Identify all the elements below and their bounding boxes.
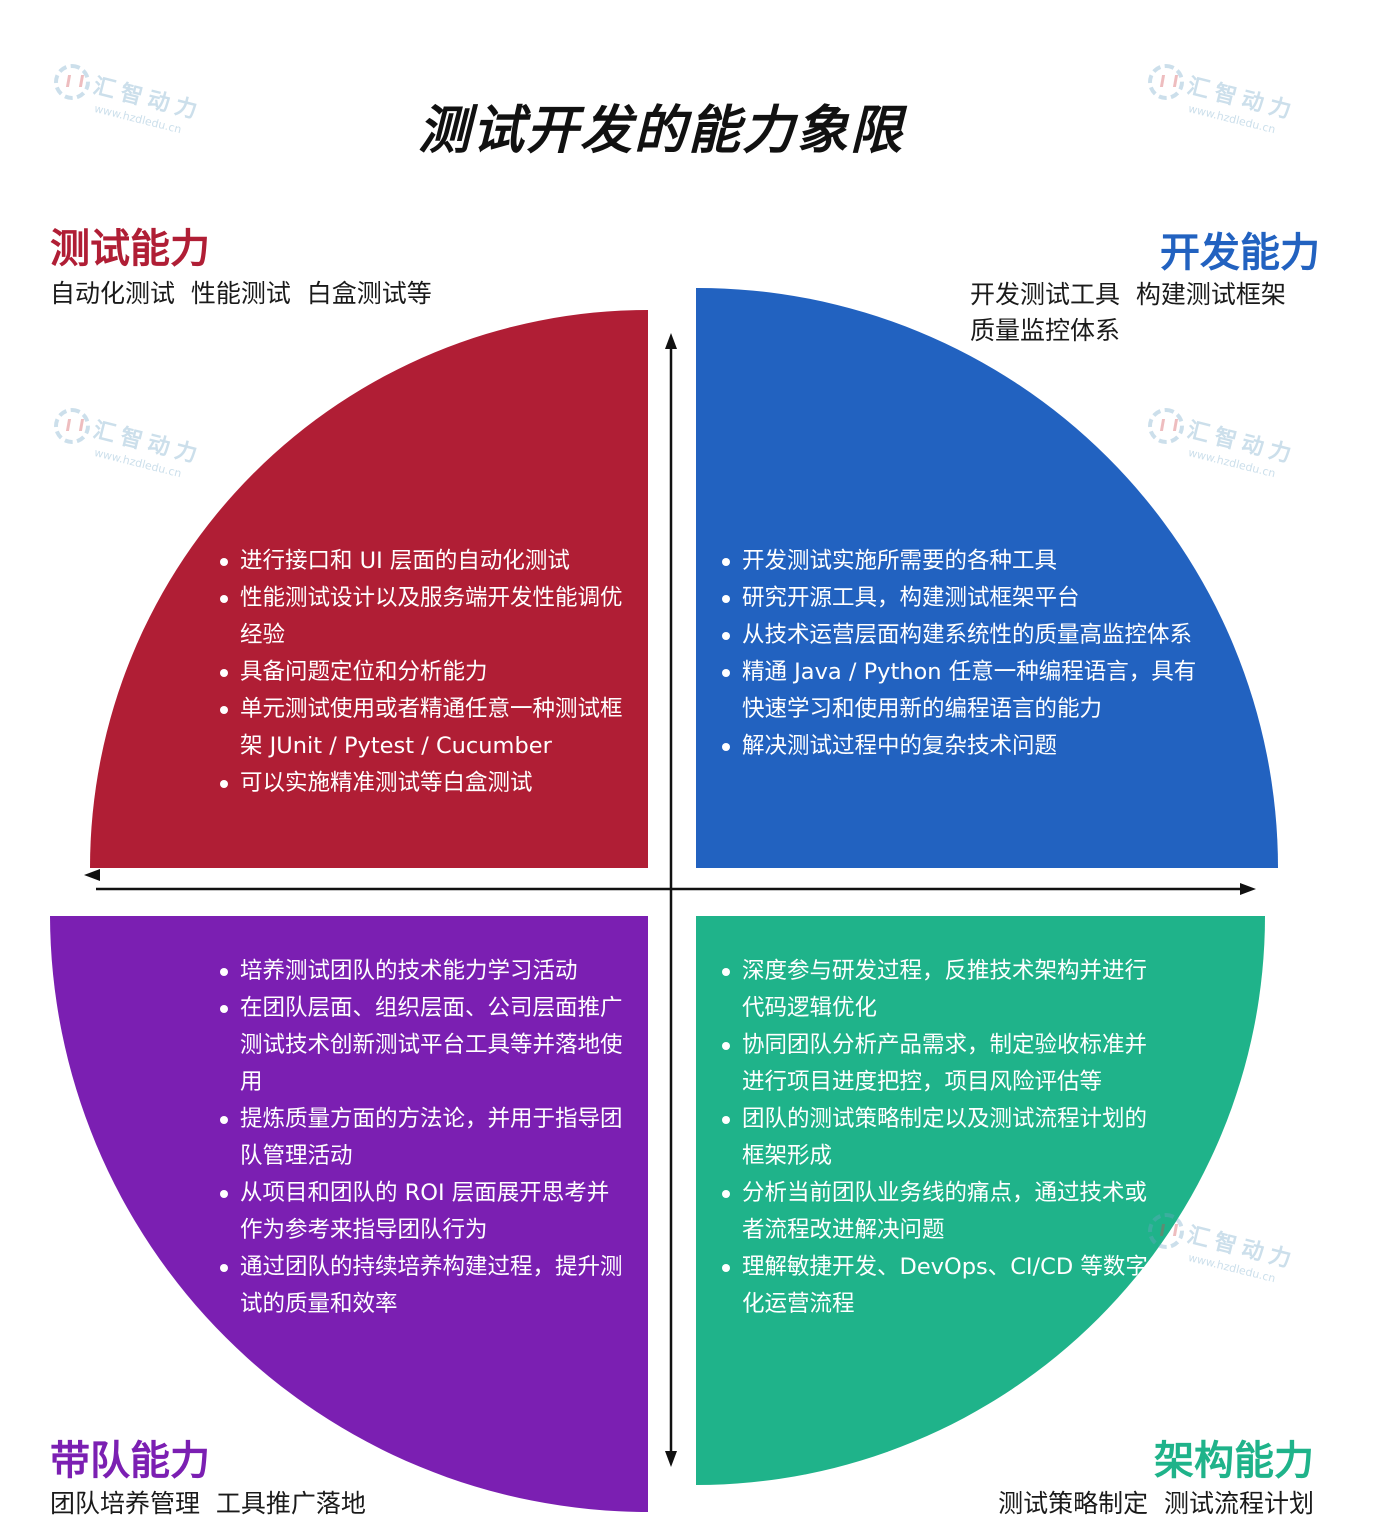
watermark-logo-icon (1148, 64, 1184, 100)
list-item: 在团队层面、组织层面、公司层面推广测试技术创新测试平台工具等并落地使用 (220, 990, 630, 1101)
list-item: 进行接口和 UI 层面的自动化测试 (220, 543, 630, 580)
list-item: 提炼质量方面的方法论，并用于指导团队管理活动 (220, 1101, 630, 1175)
axis-arrow-up (665, 333, 677, 349)
list-item: 从项目和团队的 ROI 层面展开思考并作为参考来指导团队行为 (220, 1175, 630, 1249)
architecture-quadrant-shape (696, 916, 1265, 1485)
testing-heading: 测试能力 (50, 226, 210, 272)
axes (84, 333, 1256, 1467)
development-quadrant-shape (696, 287, 1278, 868)
watermark: 汇智动力 www.hzdledu.cn (1146, 1205, 1299, 1285)
list-item: 协同团队分析产品需求，制定验收标准并进行项目进度把控，项目风险评估等 (722, 1027, 1162, 1101)
architecture-subtitle: 测试策略制定 测试流程计划 (998, 1489, 1314, 1518)
development-heading: 开发能力 (1160, 230, 1320, 276)
watermark-logo-icon (54, 408, 90, 444)
leadership-quadrant-shape (50, 916, 648, 1512)
list-item: 团队的测试策略制定以及测试流程计划的框架形成 (722, 1101, 1162, 1175)
watermark-logo-icon (1148, 1213, 1184, 1249)
list-item: 单元测试使用或者精通任意一种测试框架 JUnit / Pytest / Cucu… (220, 691, 630, 765)
axis-arrow-left (84, 869, 100, 881)
list-item: 深度参与研发过程，反推技术架构并进行代码逻辑优化 (722, 953, 1162, 1027)
architecture-bullet-list: 深度参与研发过程，反推技术架构并进行代码逻辑优化 协同团队分析产品需求，制定验收… (722, 953, 1162, 1323)
list-item: 从技术运营层面构建系统性的质量高监控体系 (722, 617, 1206, 654)
list-item: 研究开源工具，构建测试框架平台 (722, 580, 1206, 617)
watermark: 汇智动力 www.hzdledu.cn (1146, 56, 1299, 136)
list-item: 培养测试团队的技术能力学习活动 (220, 953, 630, 990)
list-item: 精通 Java / Python 任意一种编程语言，具有快速学习和使用新的编程语… (722, 654, 1206, 728)
page-title: 测试开发的能力象限 (417, 101, 904, 161)
watermark-logo-icon (1148, 408, 1184, 444)
watermark-logo-icon (54, 64, 90, 100)
watermark: 汇智动力 www.hzdledu.cn (52, 400, 205, 480)
testing-bullet-list: 进行接口和 UI 层面的自动化测试 性能测试设计以及服务端开发性能调优经验 具备… (220, 543, 630, 802)
list-item: 解决测试过程中的复杂技术问题 (722, 728, 1206, 765)
testing-quadrant-shape (90, 310, 648, 868)
leadership-heading: 带队能力 (50, 1438, 210, 1484)
development-subtitle-line-2: 质量监控体系 (970, 316, 1121, 345)
list-item: 分析当前团队业务线的痛点，通过技术或者流程改进解决问题 (722, 1175, 1162, 1249)
leadership-subtitle: 团队培养管理 工具推广落地 (50, 1489, 366, 1518)
list-item: 性能测试设计以及服务端开发性能调优经验 (220, 580, 630, 654)
list-item: 具备问题定位和分析能力 (220, 654, 630, 691)
watermark: 汇智动力 www.hzdledu.cn (52, 56, 205, 136)
list-item: 可以实施精准测试等白盒测试 (220, 765, 630, 802)
testing-subtitle: 自动化测试 性能测试 白盒测试等 (50, 279, 432, 308)
development-subtitle-line-1: 开发测试工具 构建测试框架 (970, 280, 1286, 309)
leadership-bullet-list: 培养测试团队的技术能力学习活动 在团队层面、组织层面、公司层面推广测试技术创新测… (220, 953, 630, 1323)
list-item: 通过团队的持续培养构建过程，提升测试的质量和效率 (220, 1249, 630, 1323)
list-item: 理解敏捷开发、DevOps、CI/CD 等数字化运营流程 (722, 1249, 1162, 1323)
architecture-heading: 架构能力 (1154, 1438, 1314, 1484)
axis-arrow-right (1240, 883, 1256, 895)
development-bullet-list: 开发测试实施所需要的各种工具 研究开源工具，构建测试框架平台 从技术运营层面构建… (722, 543, 1206, 765)
watermark: 汇智动力 www.hzdledu.cn (1146, 400, 1299, 480)
axis-arrow-down (665, 1451, 677, 1467)
list-item: 开发测试实施所需要的各种工具 (722, 543, 1206, 580)
